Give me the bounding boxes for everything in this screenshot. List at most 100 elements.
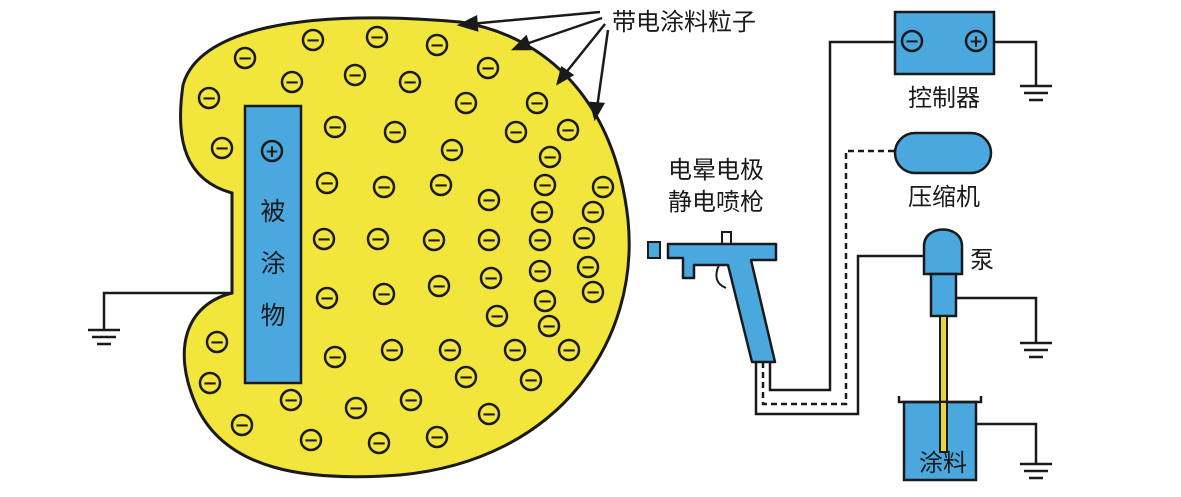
negative-charge-icon: − [503, 338, 527, 362]
negative-charge-icon: − [477, 228, 501, 252]
negative-charge-icon: − [399, 388, 423, 412]
pump: 泵 [922, 228, 994, 318]
controller-ground-icon [994, 40, 1052, 102]
svg-text:−: − [507, 340, 522, 361]
negative-charge-icon: − [429, 173, 453, 197]
svg-text:−: − [202, 373, 217, 394]
negative-charge-icon: − [367, 431, 391, 455]
svg-text:−: − [384, 340, 399, 361]
workpiece: + 被 涂 物 [243, 104, 303, 385]
negative-charge-icon: − [344, 396, 368, 420]
negative-charge-icon: − [315, 171, 339, 195]
negative-charge-icon: − [533, 289, 557, 313]
negative-charge-icon: − [299, 428, 323, 452]
svg-text:−: − [481, 190, 496, 211]
negative-charge-icon: − [427, 274, 451, 298]
negative-charge-icon: − [198, 371, 222, 395]
gun-nozzle-tip [647, 241, 661, 259]
gun-label-line-1: 电晕电极 [668, 156, 764, 184]
svg-text:−: − [347, 65, 362, 86]
negative-charge-icon: − [398, 70, 422, 94]
controller: − + 控制器 [893, 10, 996, 112]
svg-text:+: + [265, 142, 279, 162]
negative-charge-icon: − [210, 136, 234, 160]
workpiece-label-char-1: 被 [260, 197, 285, 226]
svg-text:−: − [481, 404, 496, 425]
pump-label: 泵 [970, 246, 994, 274]
negative-charge-icon: − [519, 368, 543, 392]
gun-hoses [754, 40, 924, 416]
svg-text:−: − [561, 340, 576, 361]
svg-text:−: − [387, 122, 402, 143]
svg-text:−: − [237, 48, 252, 69]
negative-charge-icon: − [366, 227, 390, 251]
negative-charge-icon: − [279, 388, 303, 412]
svg-text:+: + [969, 32, 983, 52]
negative-charge-icon: − [343, 63, 367, 87]
svg-text:−: − [585, 282, 600, 303]
negative-charge-icon: − [476, 56, 500, 80]
svg-text:−: − [234, 415, 249, 436]
negative-charge-icon: − [538, 145, 562, 169]
gun-body [666, 242, 778, 364]
negative-charge-icon: − [365, 25, 389, 49]
svg-text:−: − [523, 370, 538, 391]
svg-text:−: − [214, 138, 229, 159]
negative-charge-icon: − [528, 259, 552, 283]
negative-charge-icon: − [504, 120, 528, 144]
svg-text:−: − [537, 175, 552, 196]
negative-charge-icon: − [576, 255, 600, 279]
charged-particles-label: 带电涂料粒子 [612, 8, 756, 36]
negative-charge-icon: − [315, 286, 339, 310]
svg-text:−: − [327, 347, 342, 368]
compressor-label: 压缩机 [908, 183, 980, 211]
paint-label: 涂料 [919, 449, 967, 477]
paint-container-ground-icon [976, 422, 1052, 480]
svg-text:−: − [508, 122, 523, 143]
compressor: 压缩机 [893, 131, 993, 211]
pump-ground-icon [956, 296, 1052, 359]
negative-charge-icon: − [525, 91, 549, 115]
negative-charge-icon: − [556, 118, 580, 142]
svg-text:−: − [403, 390, 418, 411]
negative-charge-icon: − [557, 338, 581, 362]
negative-charge-icon: − [533, 173, 557, 197]
svg-text:−: − [369, 27, 384, 48]
negative-charge-icon: − [372, 282, 396, 306]
svg-text:−: − [429, 35, 444, 56]
negative-charge-icon: − [454, 91, 478, 115]
svg-text:−: − [529, 93, 544, 114]
positive-terminal-icon: + [964, 29, 988, 53]
negative-charge-icon: − [233, 46, 257, 70]
svg-text:−: − [595, 177, 610, 198]
negative-charge-icon: − [323, 115, 347, 139]
negative-charge-icon: − [440, 138, 464, 162]
negative-charge-icon: − [530, 200, 554, 224]
gun-label-line-2: 静电喷枪 [668, 188, 764, 216]
svg-text:−: − [576, 228, 591, 249]
negative-charge-icon: − [581, 200, 605, 224]
svg-text:−: − [541, 316, 556, 337]
svg-text:−: − [426, 230, 441, 251]
svg-text:−: − [371, 433, 386, 454]
controller-label: 控制器 [908, 84, 980, 112]
svg-text:−: − [442, 340, 457, 361]
svg-text:−: − [402, 72, 417, 93]
negative-terminal-icon: − [900, 29, 924, 53]
svg-text:−: − [319, 288, 334, 309]
svg-text:−: − [201, 88, 216, 109]
svg-text:−: − [376, 284, 391, 305]
svg-text:−: − [431, 276, 446, 297]
svg-text:−: − [370, 229, 385, 250]
negative-charge-icon: − [477, 188, 501, 212]
svg-text:−: − [532, 230, 547, 251]
negative-particles: −−−−−−−−−−−−−−−−−−−−−−−−−−−−−−−−−−−−−−−−… [197, 25, 615, 455]
gun-hook [721, 231, 732, 244]
svg-text:−: − [483, 268, 498, 289]
negative-charge-icon: − [438, 338, 462, 362]
svg-text:−: − [433, 175, 448, 196]
negative-charge-icon: − [205, 330, 229, 354]
svg-text:−: − [303, 430, 318, 451]
negative-charge-icon: − [425, 425, 449, 449]
